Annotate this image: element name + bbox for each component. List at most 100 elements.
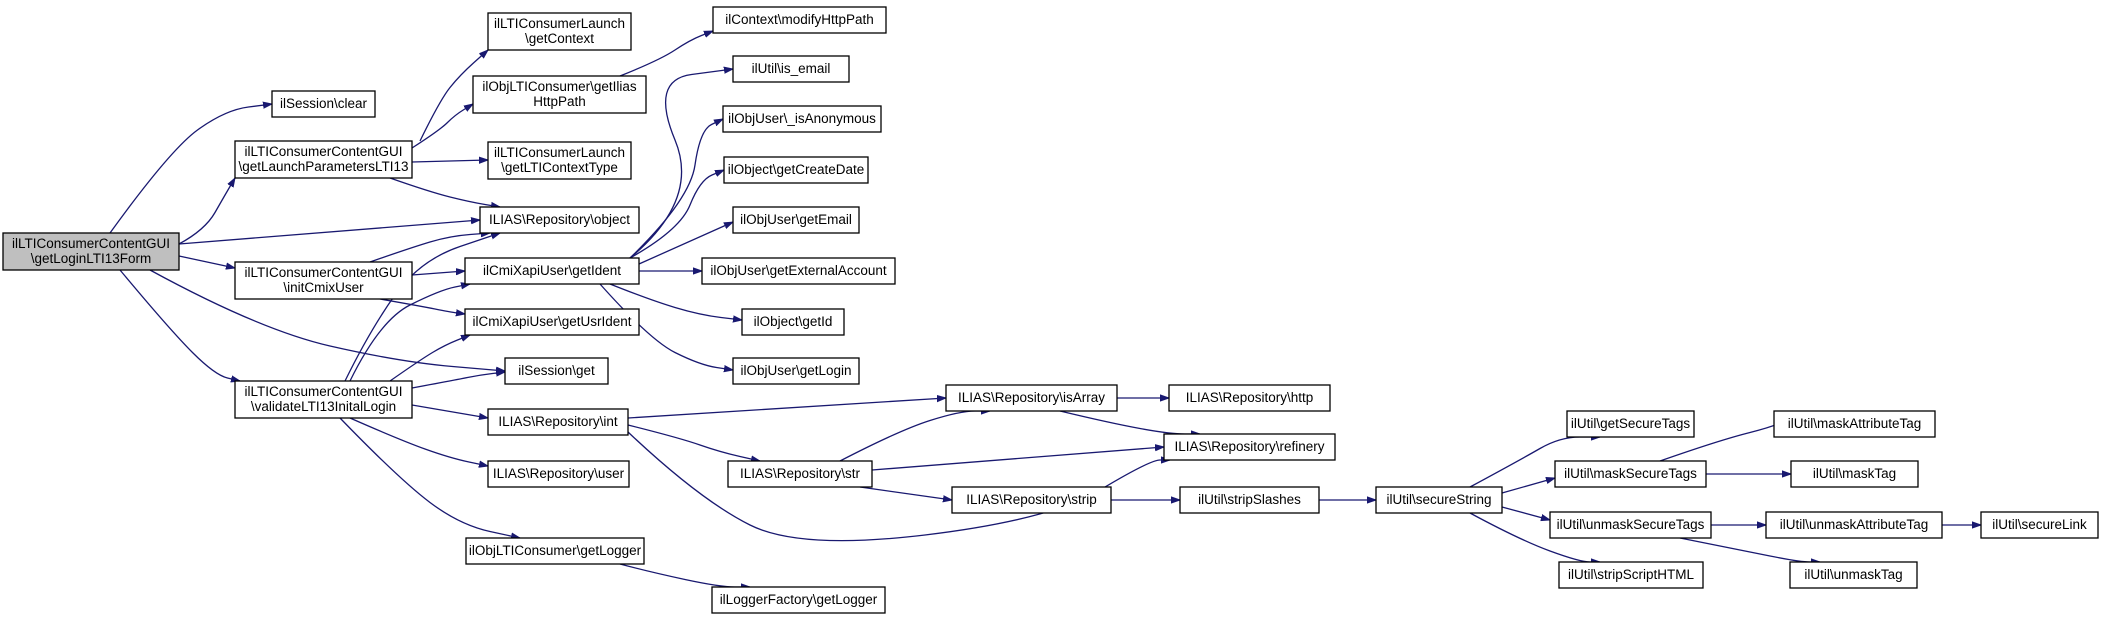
node-box-initcmix[interactable] bbox=[234, 261, 413, 300]
node-box-repoint[interactable] bbox=[487, 408, 629, 436]
node-box-isanon[interactable] bbox=[722, 105, 882, 133]
node-ctxtype[interactable]: ilLTIConsumerLaunch\getLTIContextType bbox=[487, 141, 632, 180]
node-label-isanon-0: ilObjUser\_isAnonymous bbox=[728, 111, 876, 126]
node-repohttp[interactable]: ILIAS\Repository\http bbox=[1168, 384, 1331, 412]
node-label-repoobject-0: ILIAS\Repository\object bbox=[489, 212, 630, 227]
node-box-ctxtype[interactable] bbox=[487, 141, 632, 180]
node-unmasktag[interactable]: ilUtil\unmaskTag bbox=[1789, 561, 1918, 589]
edge-root-to-getlaunch bbox=[178, 178, 235, 245]
edge-securestring-to-unmasksecure bbox=[1501, 506, 1550, 520]
edge-root-to-validate bbox=[119, 269, 240, 381]
node-masksecure[interactable]: ilUtil\maskSecureTags bbox=[1554, 460, 1707, 488]
node-box-repostr[interactable] bbox=[727, 460, 873, 488]
node-createdate[interactable]: ilObject\getCreateDate bbox=[723, 156, 869, 184]
node-maskattr[interactable]: ilUtil\maskAttributeTag bbox=[1773, 410, 1936, 438]
node-box-unmaskattr[interactable] bbox=[1765, 511, 1943, 539]
node-securetags[interactable]: ilUtil\getSecureTags bbox=[1566, 410, 1695, 438]
node-box-repouser[interactable] bbox=[487, 460, 630, 488]
node-securestring[interactable]: ilUtil\secureString bbox=[1375, 486, 1503, 514]
edge-validate-to-cmiident bbox=[349, 284, 470, 382]
node-label-getemail-0: ilObjUser\getEmail bbox=[740, 212, 852, 227]
node-box-unmasksecure[interactable] bbox=[1549, 511, 1712, 539]
node-repoobject[interactable]: ILIAS\Repository\object bbox=[479, 206, 640, 234]
node-repostrip[interactable]: ILIAS\Repository\strip bbox=[951, 486, 1112, 514]
node-box-isemail[interactable] bbox=[732, 55, 850, 83]
edge-repoint-to-repostr bbox=[627, 424, 760, 461]
node-box-sessclear[interactable] bbox=[271, 90, 376, 118]
node-securelink[interactable]: ilUtil\secureLink bbox=[1980, 511, 2099, 539]
node-unmaskattr[interactable]: ilUtil\unmaskAttributeTag bbox=[1765, 511, 1943, 539]
node-box-modhttp[interactable] bbox=[712, 6, 887, 34]
edge-getlogger-to-logfactory bbox=[619, 563, 750, 587]
node-box-sessget[interactable] bbox=[504, 357, 609, 385]
node-box-createdate[interactable] bbox=[723, 156, 869, 184]
node-box-repohttp[interactable] bbox=[1168, 384, 1331, 412]
node-initcmix[interactable]: ilLTIConsumerContentGUI\initCmixUser bbox=[234, 261, 413, 300]
edge-validate-to-repoint bbox=[411, 404, 488, 418]
node-label-validate-1: \validateLTI13InitalLogin bbox=[251, 399, 396, 414]
node-sessclear[interactable]: ilSession\clear bbox=[271, 90, 376, 118]
node-box-cmiident[interactable] bbox=[464, 257, 640, 285]
node-label-repouser-0: ILIAS\Repository\user bbox=[493, 466, 625, 481]
node-box-getlogin[interactable] bbox=[732, 357, 860, 385]
node-refinery[interactable]: ILIAS\Repository\refinery bbox=[1163, 433, 1336, 461]
node-box-securetags[interactable] bbox=[1566, 410, 1695, 438]
node-box-getid[interactable] bbox=[741, 308, 845, 336]
node-repostr[interactable]: ILIAS\Repository\str bbox=[727, 460, 873, 488]
node-box-isarray[interactable] bbox=[945, 384, 1118, 412]
node-box-getemail[interactable] bbox=[732, 206, 860, 234]
node-repouser[interactable]: ILIAS\Repository\user bbox=[487, 460, 630, 488]
edge-cmiident-to-isanon bbox=[629, 119, 723, 259]
node-box-masksecure[interactable] bbox=[1554, 460, 1707, 488]
node-box-getlaunch[interactable] bbox=[234, 140, 413, 179]
node-box-repoobject[interactable] bbox=[479, 206, 640, 234]
node-box-validate[interactable] bbox=[234, 380, 413, 419]
node-repoint[interactable]: ILIAS\Repository\int bbox=[487, 408, 629, 436]
node-getlogin[interactable]: ilObjUser\getLogin bbox=[732, 357, 860, 385]
edge-initcmix-to-usrident bbox=[379, 298, 465, 314]
node-box-root[interactable] bbox=[2, 232, 180, 271]
node-box-masktag[interactable] bbox=[1790, 460, 1919, 488]
node-label-sessclear-0: ilSession\clear bbox=[280, 96, 368, 111]
node-isemail[interactable]: ilUtil\is_email bbox=[732, 55, 850, 83]
node-logfactory[interactable]: ilLoggerFactory\getLogger bbox=[711, 586, 886, 614]
node-stripscript[interactable]: ilUtil\stripScriptHTML bbox=[1558, 561, 1704, 589]
node-launchctx[interactable]: ilLTIConsumerLaunch\getContext bbox=[487, 12, 632, 51]
node-box-maskattr[interactable] bbox=[1773, 410, 1936, 438]
node-cmiident[interactable]: ilCmiXapiUser\getIdent bbox=[464, 257, 640, 285]
node-box-iliashttp[interactable] bbox=[472, 75, 647, 114]
node-isanon[interactable]: ilObjUser\_isAnonymous bbox=[722, 105, 882, 133]
node-getlogger[interactable]: ilObjLTIConsumer\getLogger bbox=[465, 537, 645, 565]
node-label-masktag-0: ilUtil\maskTag bbox=[1813, 466, 1896, 481]
node-getid[interactable]: ilObject\getId bbox=[741, 308, 845, 336]
node-box-launchctx[interactable] bbox=[487, 12, 632, 51]
node-box-stripslashes[interactable] bbox=[1179, 486, 1320, 514]
edge-validate-to-getlogger bbox=[339, 417, 520, 538]
node-usrident[interactable]: ilCmiXapiUser\getUsrIdent bbox=[464, 308, 640, 336]
node-box-usrident[interactable] bbox=[464, 308, 640, 336]
node-validate[interactable]: ilLTIConsumerContentGUI\validateLTI13Ini… bbox=[234, 380, 413, 419]
edge-root-to-sessclear bbox=[109, 104, 272, 234]
node-box-extacct[interactable] bbox=[701, 257, 896, 285]
node-box-securestring[interactable] bbox=[1375, 486, 1503, 514]
node-box-unmasktag[interactable] bbox=[1789, 561, 1918, 589]
node-box-stripscript[interactable] bbox=[1558, 561, 1704, 589]
node-box-logfactory[interactable] bbox=[711, 586, 886, 614]
node-root[interactable]: ilLTIConsumerContentGUI\getLoginLTI13For… bbox=[2, 232, 180, 271]
node-box-securelink[interactable] bbox=[1980, 511, 2099, 539]
node-box-refinery[interactable] bbox=[1163, 433, 1336, 461]
node-sessget[interactable]: ilSession\get bbox=[504, 357, 609, 385]
node-masktag[interactable]: ilUtil\maskTag bbox=[1790, 460, 1919, 488]
node-label-launchctx-0: ilLTIConsumerLaunch bbox=[494, 16, 625, 31]
node-getlaunch[interactable]: ilLTIConsumerContentGUI\getLaunchParamet… bbox=[234, 140, 413, 179]
node-box-getlogger[interactable] bbox=[465, 537, 645, 565]
node-modhttp[interactable]: ilContext\modifyHttpPath bbox=[712, 6, 887, 34]
node-box-repostrip[interactable] bbox=[951, 486, 1112, 514]
node-label-sessget-0: ilSession\get bbox=[518, 363, 595, 378]
node-getemail[interactable]: ilObjUser\getEmail bbox=[732, 206, 860, 234]
node-unmasksecure[interactable]: ilUtil\unmaskSecureTags bbox=[1549, 511, 1712, 539]
node-stripslashes[interactable]: ilUtil\stripSlashes bbox=[1179, 486, 1320, 514]
node-extacct[interactable]: ilObjUser\getExternalAccount bbox=[701, 257, 896, 285]
node-isarray[interactable]: ILIAS\Repository\isArray bbox=[945, 384, 1118, 412]
